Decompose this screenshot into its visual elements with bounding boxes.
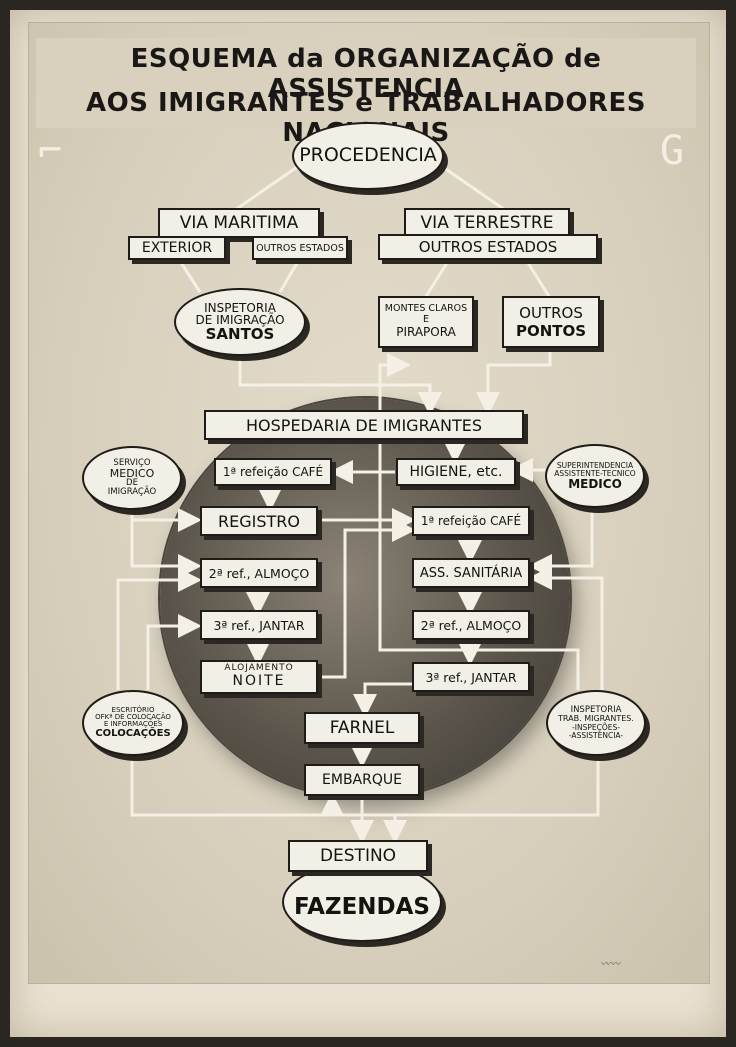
- insp-trab-line-1: INSPETORIA: [570, 705, 622, 716]
- node-inspetoria-santos: INSPETORIA DE IMIGRAÇÃO SANTOS: [174, 288, 306, 356]
- alojamento-line-1: ALOJAMENTO: [224, 663, 294, 674]
- connector-center-insp: [378, 520, 580, 690]
- node-farnel: FARNEL: [304, 712, 420, 744]
- escritorio-line-3: E INFORMAÇÕES: [103, 720, 163, 729]
- node-refeicao-cafe-right: 1ª refeição CAFÉ: [412, 506, 530, 536]
- node-exterior: EXTERIOR: [128, 236, 226, 260]
- node-refeicao-cafe-left: 1ª refeição CAFÉ: [214, 458, 332, 486]
- connector-super-sanitaria: [528, 508, 594, 578]
- node-montes-claros: MONTES CLAROS E PIRAPORA: [378, 296, 474, 348]
- super-line-2: ASSISTENTE-TECNICO: [554, 468, 636, 478]
- insp-trab-line-3: -INSPEÇÕES-: [572, 722, 620, 732]
- connector-santos-hospedaria: [238, 355, 442, 416]
- node-jantar-right: 3ª ref., JANTAR: [412, 662, 530, 692]
- super-line-1: SUPERINTENDENCIA: [556, 460, 634, 470]
- corner-ornament-left: ⌐: [38, 128, 63, 174]
- node-outros-estados-maritima: OUTROS ESTADOS: [252, 236, 348, 260]
- title-line-1: ESQUEMA da ORGANIZAÇÃO de ASSISTENCIA: [130, 44, 602, 104]
- servico-line-3: DE: [126, 478, 138, 489]
- connector-outer-loop: [130, 755, 600, 817]
- insp-trab-line-2: TRAB. MIGRANTES.: [558, 714, 634, 724]
- signature-scribble: 〰〰: [600, 959, 620, 970]
- node-registro: REGISTRO: [200, 506, 318, 536]
- insp-trab-line-4: -ASSISTENCIA-: [568, 730, 624, 740]
- connector-medico-registro: [130, 508, 202, 532]
- connector-escritorio-almoco: [116, 568, 202, 690]
- montes-line-1: MONTES CLAROS: [384, 303, 468, 315]
- connector-procedencia-maritima: [234, 163, 301, 212]
- santos-line-2: DE IMIGRAÇÃO: [195, 313, 285, 328]
- node-outros-pontos: OUTROS PONTOS: [502, 296, 600, 348]
- escritorio-line-4: COLOCAÇÕES: [95, 727, 171, 739]
- node-outros-estados-terrestre: OUTROS ESTADOS: [378, 234, 598, 260]
- servico-line-4: IMIGRAÇÃO: [107, 487, 157, 498]
- connector-outros-santos: [278, 257, 302, 293]
- node-hospedaria: HOSPEDARIA DE IMIGRANTES: [204, 410, 524, 440]
- corner-ornament-right: G: [660, 128, 685, 174]
- node-escritorio: ESCRITÓRIO OFKª DE COLOCAÇÃO E INFORMAÇÕ…: [82, 690, 184, 756]
- node-jantar-left: 3ª ref., JANTAR: [200, 610, 318, 640]
- connector-medico-almoco: [130, 510, 202, 578]
- node-superintendencia: SUPERINTENDENCIA ASSISTENTE-TECNICO MEDI…: [545, 444, 645, 508]
- pontos-line-1: OUTROS: [519, 304, 583, 322]
- escritorio-line-2: OFKª DE COLOCAÇÃO: [95, 713, 171, 722]
- connector-procedencia-terrestre: [439, 163, 506, 212]
- node-inspetoria-trab: INSPETORIA TRAB. MIGRANTES. -INSPEÇÕES- …: [546, 690, 646, 756]
- node-alojamento: ALOJAMENTO NOITE: [200, 660, 318, 694]
- node-embarque: EMBARQUE: [304, 764, 420, 796]
- node-fazendas: FAZENDAS: [282, 862, 442, 942]
- connector-montes-up: [378, 353, 411, 520]
- servico-line-1: SERVIÇO: [113, 457, 151, 468]
- connector-alojamento-cafe: [318, 518, 416, 679]
- node-ass-sanitaria: ASS. SANITÁRIA: [412, 558, 530, 588]
- santos-line-1: INSPETORIA: [204, 300, 276, 315]
- connector-jantar-farnel: [353, 682, 412, 718]
- alojamento-line-2: NOITE: [232, 673, 286, 690]
- node-procedencia-label: PROCEDENCIA: [299, 144, 437, 167]
- montes-line-2: E: [422, 314, 429, 326]
- fazendas-label: FAZENDAS: [294, 893, 430, 920]
- node-via-maritima: VIA MARITIMA: [158, 208, 320, 238]
- pontos-line-2: PONTOS: [515, 322, 587, 340]
- node-almoco-right: 2ª ref., ALMOÇO: [412, 610, 530, 640]
- super-line-3: MEDICO: [568, 476, 622, 491]
- node-almoco-left: 2ª ref., ALMOÇO: [200, 558, 318, 588]
- connector-exterior-santos: [176, 257, 202, 293]
- connector-insp-sanitaria: [528, 566, 604, 690]
- node-servico-medico: SERVIÇO MEDICO DE IMIGRAÇÃO: [82, 446, 182, 510]
- title-panel: ESQUEMA da ORGANIZAÇÃO de ASSISTENCIA AO…: [36, 38, 696, 148]
- connector-pontos-hospedaria: [476, 350, 552, 416]
- connector-terrestre-montes: [423, 257, 452, 299]
- escritorio-line-1: ESCRITÓRIO: [111, 705, 155, 714]
- connector-terrestre-pontos: [523, 257, 552, 299]
- santos-line-3: SANTOS: [205, 324, 275, 343]
- servico-line-2: MEDICO: [109, 466, 155, 480]
- montes-line-3: PIRAPORA: [396, 325, 456, 340]
- node-destino: DESTINO: [288, 840, 428, 872]
- node-higiene: HIGIENE, etc.: [396, 458, 516, 486]
- connector-escritorio-jantar: [146, 614, 202, 690]
- node-procedencia: PROCEDENCIA: [292, 122, 444, 190]
